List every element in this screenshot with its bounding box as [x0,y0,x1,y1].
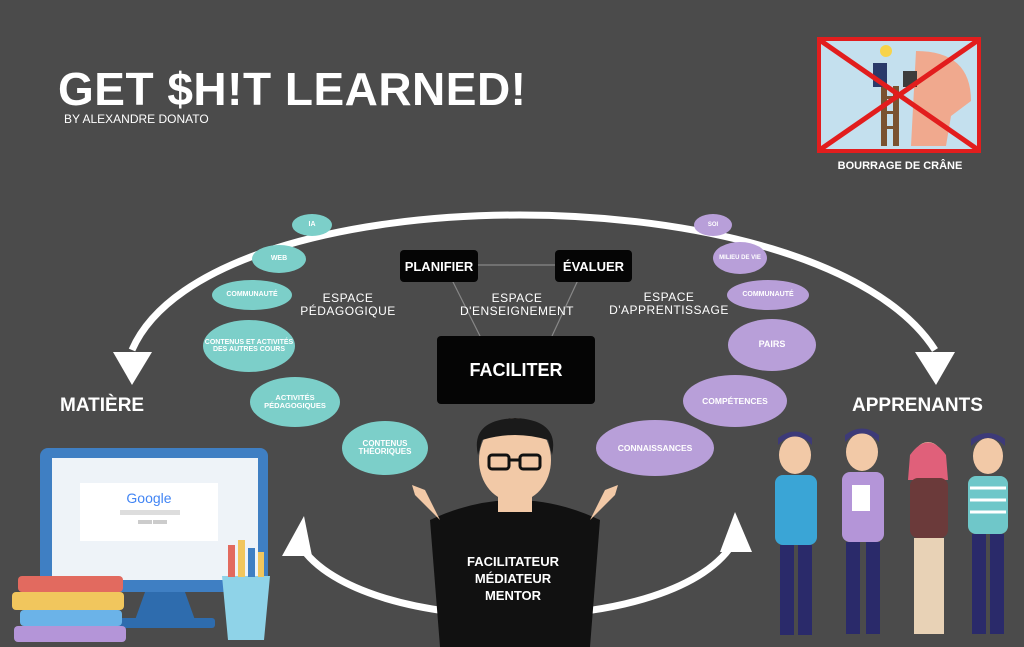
bubble-activites-pedagogiques: ACTIVITÉS PÉDAGOGIQUES [250,377,340,427]
learning-space-label: ESPACE D'APPRENTISSAGE [609,290,729,318]
role-mediateur: MÉDIATEUR [474,570,552,586]
students-illustration [775,428,1008,635]
evaluer-box: ÉVALUER [555,250,632,282]
bottom-arch-left-head [282,516,312,556]
bubble-contenus-theoriques: CONTENUS THÉORIQUES [342,421,428,475]
role-mentor: MENTOR [484,587,542,603]
facilitator-roles: FACILITATEUR MÉDIATEUR MENTOR [458,554,568,605]
pedagogical-space-label: ESPACE PÉDAGOGIQUE [300,291,396,319]
bubble-connaissances: CONNAISSANCES [596,420,714,476]
teaching-space-label: ESPACE D'ENSEIGNEMENT [460,291,574,319]
page-title: GET $H!T LEARNED! [58,63,527,115]
bubble-soi: SOI [694,214,732,236]
bubble-contenus-autres-cours: CONTENUS ET ACTIVITÉS DES AUTRES COURS [203,320,295,372]
brain-ladder-icon [821,41,977,149]
bubble-communaute-right: COMMUNAUTÉ [727,280,809,310]
computer-illustration [12,448,270,642]
bubble-competences: COMPÉTENCES [683,375,787,427]
prohibited-image [817,37,981,153]
search-logo: Google [126,490,172,506]
top-arch-left-head [113,352,152,385]
byline: BY ALEXANDRE DONATO [64,112,209,126]
bubble-pairs: PAIRS [728,319,816,371]
top-arch-right-head [915,352,955,385]
bubble-ia: IA [292,214,332,236]
bubble-communaute-left: COMMUNAUTÉ [212,280,292,310]
faciliter-box: FACILITER [437,336,595,404]
planifier-box: PLANIFIER [400,250,478,282]
apprenants-label: APPRENANTS [852,395,983,416]
facilitator-illustration [412,418,618,647]
bubble-web: WEB [252,245,306,273]
bottom-arch-right-head [720,512,752,552]
bubble-milieu-de-vie: MILIEU DE VIE [713,242,767,274]
matiere-label: MATIÈRE [60,395,145,416]
top-arch-arrow [128,211,938,352]
prohibited-caption: BOURRAGE DE CRÂNE [837,160,963,172]
role-facilitateur: FACILITATEUR [467,554,559,569]
